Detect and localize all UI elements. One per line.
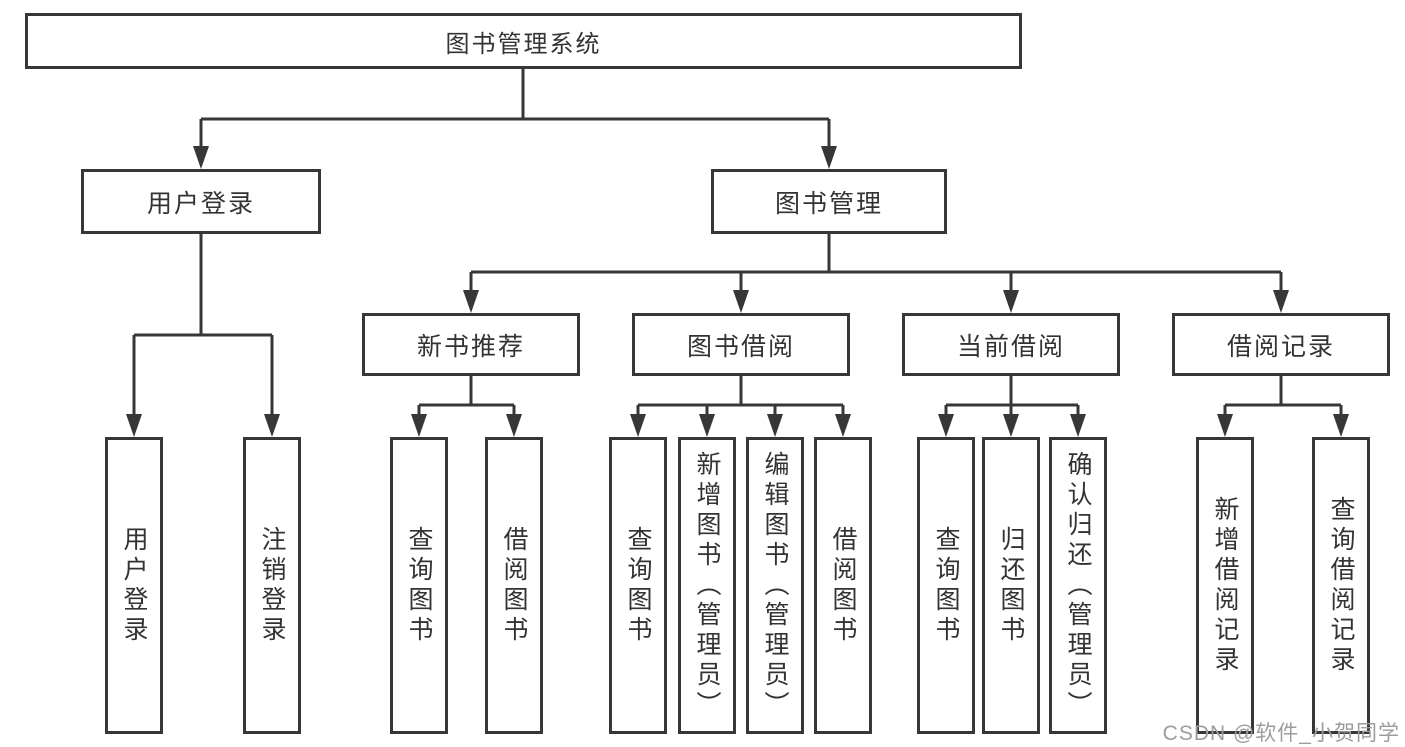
arrowhead-down-icon: [630, 414, 646, 437]
node-current-query-books: 查询图书: [917, 437, 975, 734]
node-records-add-record: 新增借阅记录: [1196, 437, 1254, 734]
edge-line: [944, 376, 1080, 416]
edge-new-book-rec-to-leaves: [411, 376, 522, 437]
node-borrow-add-books-admin: 新增图书（管理员）: [678, 437, 736, 734]
arrowhead-down-icon: [699, 414, 715, 437]
arrowhead-down-icon: [938, 414, 954, 437]
edge-book-borrow-to-leaves: [630, 376, 851, 437]
arrowhead-down-icon: [264, 414, 280, 437]
arrowhead-down-icon: [1003, 290, 1019, 313]
node-book-mgmt: 图书管理: [711, 169, 947, 234]
node-current-confirm-return-admin: 确认归还（管理员）: [1049, 437, 1107, 734]
node-current-return-books: 归还图书: [982, 437, 1040, 734]
arrowhead-down-icon: [767, 414, 783, 437]
node-root-system: 图书管理系统: [25, 13, 1022, 69]
arrowhead-down-icon: [193, 146, 209, 169]
edge-root-to-level2: [193, 69, 837, 169]
node-newrec-query-books: 查询图书: [390, 437, 448, 734]
arrowhead-down-icon: [1333, 414, 1349, 437]
edge-line: [1223, 376, 1343, 416]
arrowhead-down-icon: [1217, 414, 1233, 437]
csdn-watermark: CSDN @软件_小贺同学: [1162, 722, 1400, 745]
edge-line: [417, 376, 516, 416]
arrowhead-down-icon: [463, 290, 479, 313]
arrowhead-down-icon: [821, 146, 837, 169]
node-records-query-record: 查询借阅记录: [1312, 437, 1370, 734]
arrowhead-down-icon: [506, 414, 522, 437]
node-leaf-logout: 注销登录: [243, 437, 301, 734]
arrowhead-down-icon: [733, 290, 749, 313]
edge-line: [636, 376, 845, 416]
edge-borrow-records-to-leaves: [1217, 376, 1349, 437]
node-current-borrow: 当前借阅: [902, 313, 1120, 376]
edge-line: [199, 69, 831, 148]
node-newrec-borrow-books: 借阅图书: [485, 437, 543, 734]
edge-line: [469, 234, 1283, 292]
node-leaf-user-login: 用户登录: [105, 437, 163, 734]
edge-user-login-to-leaves: [126, 234, 280, 437]
node-book-borrow: 图书借阅: [632, 313, 850, 376]
node-borrow-records: 借阅记录: [1172, 313, 1390, 376]
node-borrow-edit-books-admin: 编辑图书（管理员）: [746, 437, 804, 734]
edge-current-borrow-to-leaves: [938, 376, 1086, 437]
arrowhead-down-icon: [1273, 290, 1289, 313]
node-user-login: 用户登录: [81, 169, 321, 234]
arrowhead-down-icon: [1070, 414, 1086, 437]
edge-line: [132, 234, 274, 416]
edge-book-mgmt-to-level3: [463, 234, 1289, 313]
node-borrow-borrow-books: 借阅图书: [814, 437, 872, 734]
arrowhead-down-icon: [411, 414, 427, 437]
arrowhead-down-icon: [835, 414, 851, 437]
arrowhead-down-icon: [126, 414, 142, 437]
arrowhead-down-icon: [1003, 414, 1019, 437]
node-borrow-query-books: 查询图书: [609, 437, 667, 734]
node-new-book-rec: 新书推荐: [362, 313, 580, 376]
